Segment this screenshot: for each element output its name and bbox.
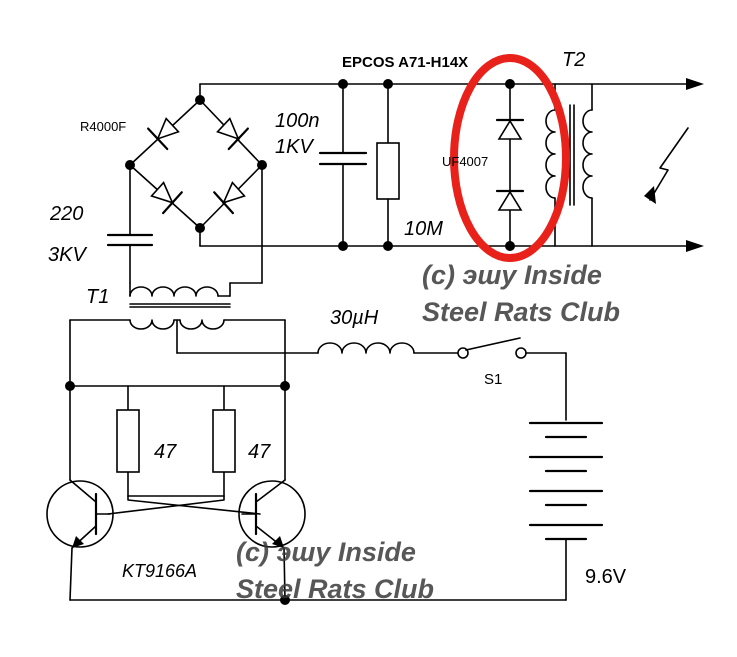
watermark-top-line1: (c) эшу Inside xyxy=(422,260,602,290)
watermark-top-line2: Steel Rats Club xyxy=(422,297,620,327)
label-diode-string: UF4007 xyxy=(442,154,488,169)
watermark-bottom-line2: Steel Rats Club xyxy=(236,574,434,604)
diode-string xyxy=(495,79,525,251)
label-t1: T1 xyxy=(86,286,109,308)
label-bridge-diode: R4000F xyxy=(80,119,126,134)
highlight-ellipse xyxy=(450,54,570,262)
bridge-rectifier xyxy=(125,83,267,247)
battery xyxy=(528,421,604,601)
transistor-right xyxy=(238,479,306,601)
label-base-resistor-left: 47 xyxy=(154,441,177,463)
label-cap2-value: 220 xyxy=(49,203,83,225)
label-cap1-value: 100n xyxy=(275,110,320,132)
watermark-bottom-line1: (c) эшу Inside xyxy=(236,537,416,567)
label-base-resistor-right: 47 xyxy=(248,441,271,463)
label-cap1-voltage: 1KV xyxy=(275,136,314,158)
label-transistor: KT9166A xyxy=(122,561,197,581)
label-resistor-hv: 10M xyxy=(404,218,443,240)
inductor-30uh xyxy=(176,342,459,354)
bridge-diode-2 xyxy=(216,117,249,151)
bridge-diode-3 xyxy=(150,181,183,215)
label-cap2-voltage: 3KV xyxy=(48,244,87,266)
label-inductor: 30µH xyxy=(330,307,379,329)
ground-rail xyxy=(69,595,567,605)
label-capacitor-type: EPCOS A71-H14X xyxy=(342,54,468,71)
label-t2: T2 xyxy=(562,49,585,71)
transformer-t2 xyxy=(545,83,593,247)
output-arrow-top xyxy=(686,78,704,90)
label-battery: 9.6V xyxy=(585,566,627,588)
spark-icon xyxy=(644,127,689,204)
label-switch: S1 xyxy=(484,371,502,388)
output-arrow-bottom xyxy=(686,240,704,252)
capacitor-100n xyxy=(318,79,368,251)
resistor-10m xyxy=(376,79,400,251)
switch-s1 xyxy=(457,337,567,421)
transformer-t1 xyxy=(69,282,286,354)
bridge-diode-4 xyxy=(213,181,246,215)
transistor-left xyxy=(46,479,114,601)
bridge-diode-1 xyxy=(147,117,180,151)
capacitor-220 xyxy=(106,164,263,284)
top-rail xyxy=(199,78,704,252)
oscillator xyxy=(65,319,290,515)
